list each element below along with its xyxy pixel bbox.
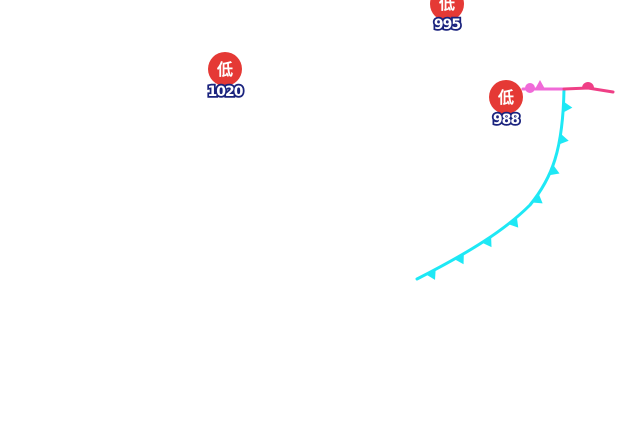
low-pressure-center: 低 988 [489,80,523,130]
pressure-value-label: 995 [434,17,460,33]
low-pressure-symbol: 低 [216,60,233,79]
warm-front [562,82,615,94]
cold-front-line [415,87,566,281]
pressure-value-label: 988 [493,112,519,128]
cold-front-triangle-mark [454,253,464,265]
low-pressure-symbol: 低 [497,88,514,107]
cold-front [415,87,573,281]
cold-front-triangle-mark [549,164,560,176]
warm-front-semicircle-mark [582,82,594,88]
low-pressure-marker-icon [489,80,523,114]
low-pressure-center: 低 1020 [206,52,246,102]
low-pressure-marker-icon [430,0,464,21]
cold-front-triangle-mark [481,236,492,248]
occluded-front-triangle-mark [535,80,545,89]
low-pressure-symbol: 低 [438,0,455,13]
occluded-front-semicircle-mark [525,83,535,93]
cold-front-triangle-mark [563,101,573,113]
cold-front-triangle-mark [558,133,569,145]
cold-front-triangle-mark [508,217,519,228]
cold-front-triangle-mark [425,269,436,280]
cold-front-marks [425,101,573,280]
low-pressure-center: 低 995 [430,0,464,35]
occluded-front [521,80,566,93]
low-pressure-marker-icon [208,52,242,86]
warm-front-line [562,86,615,94]
cold-front-triangle-mark [532,193,543,204]
pressure-value-label: 1020 [208,84,244,100]
